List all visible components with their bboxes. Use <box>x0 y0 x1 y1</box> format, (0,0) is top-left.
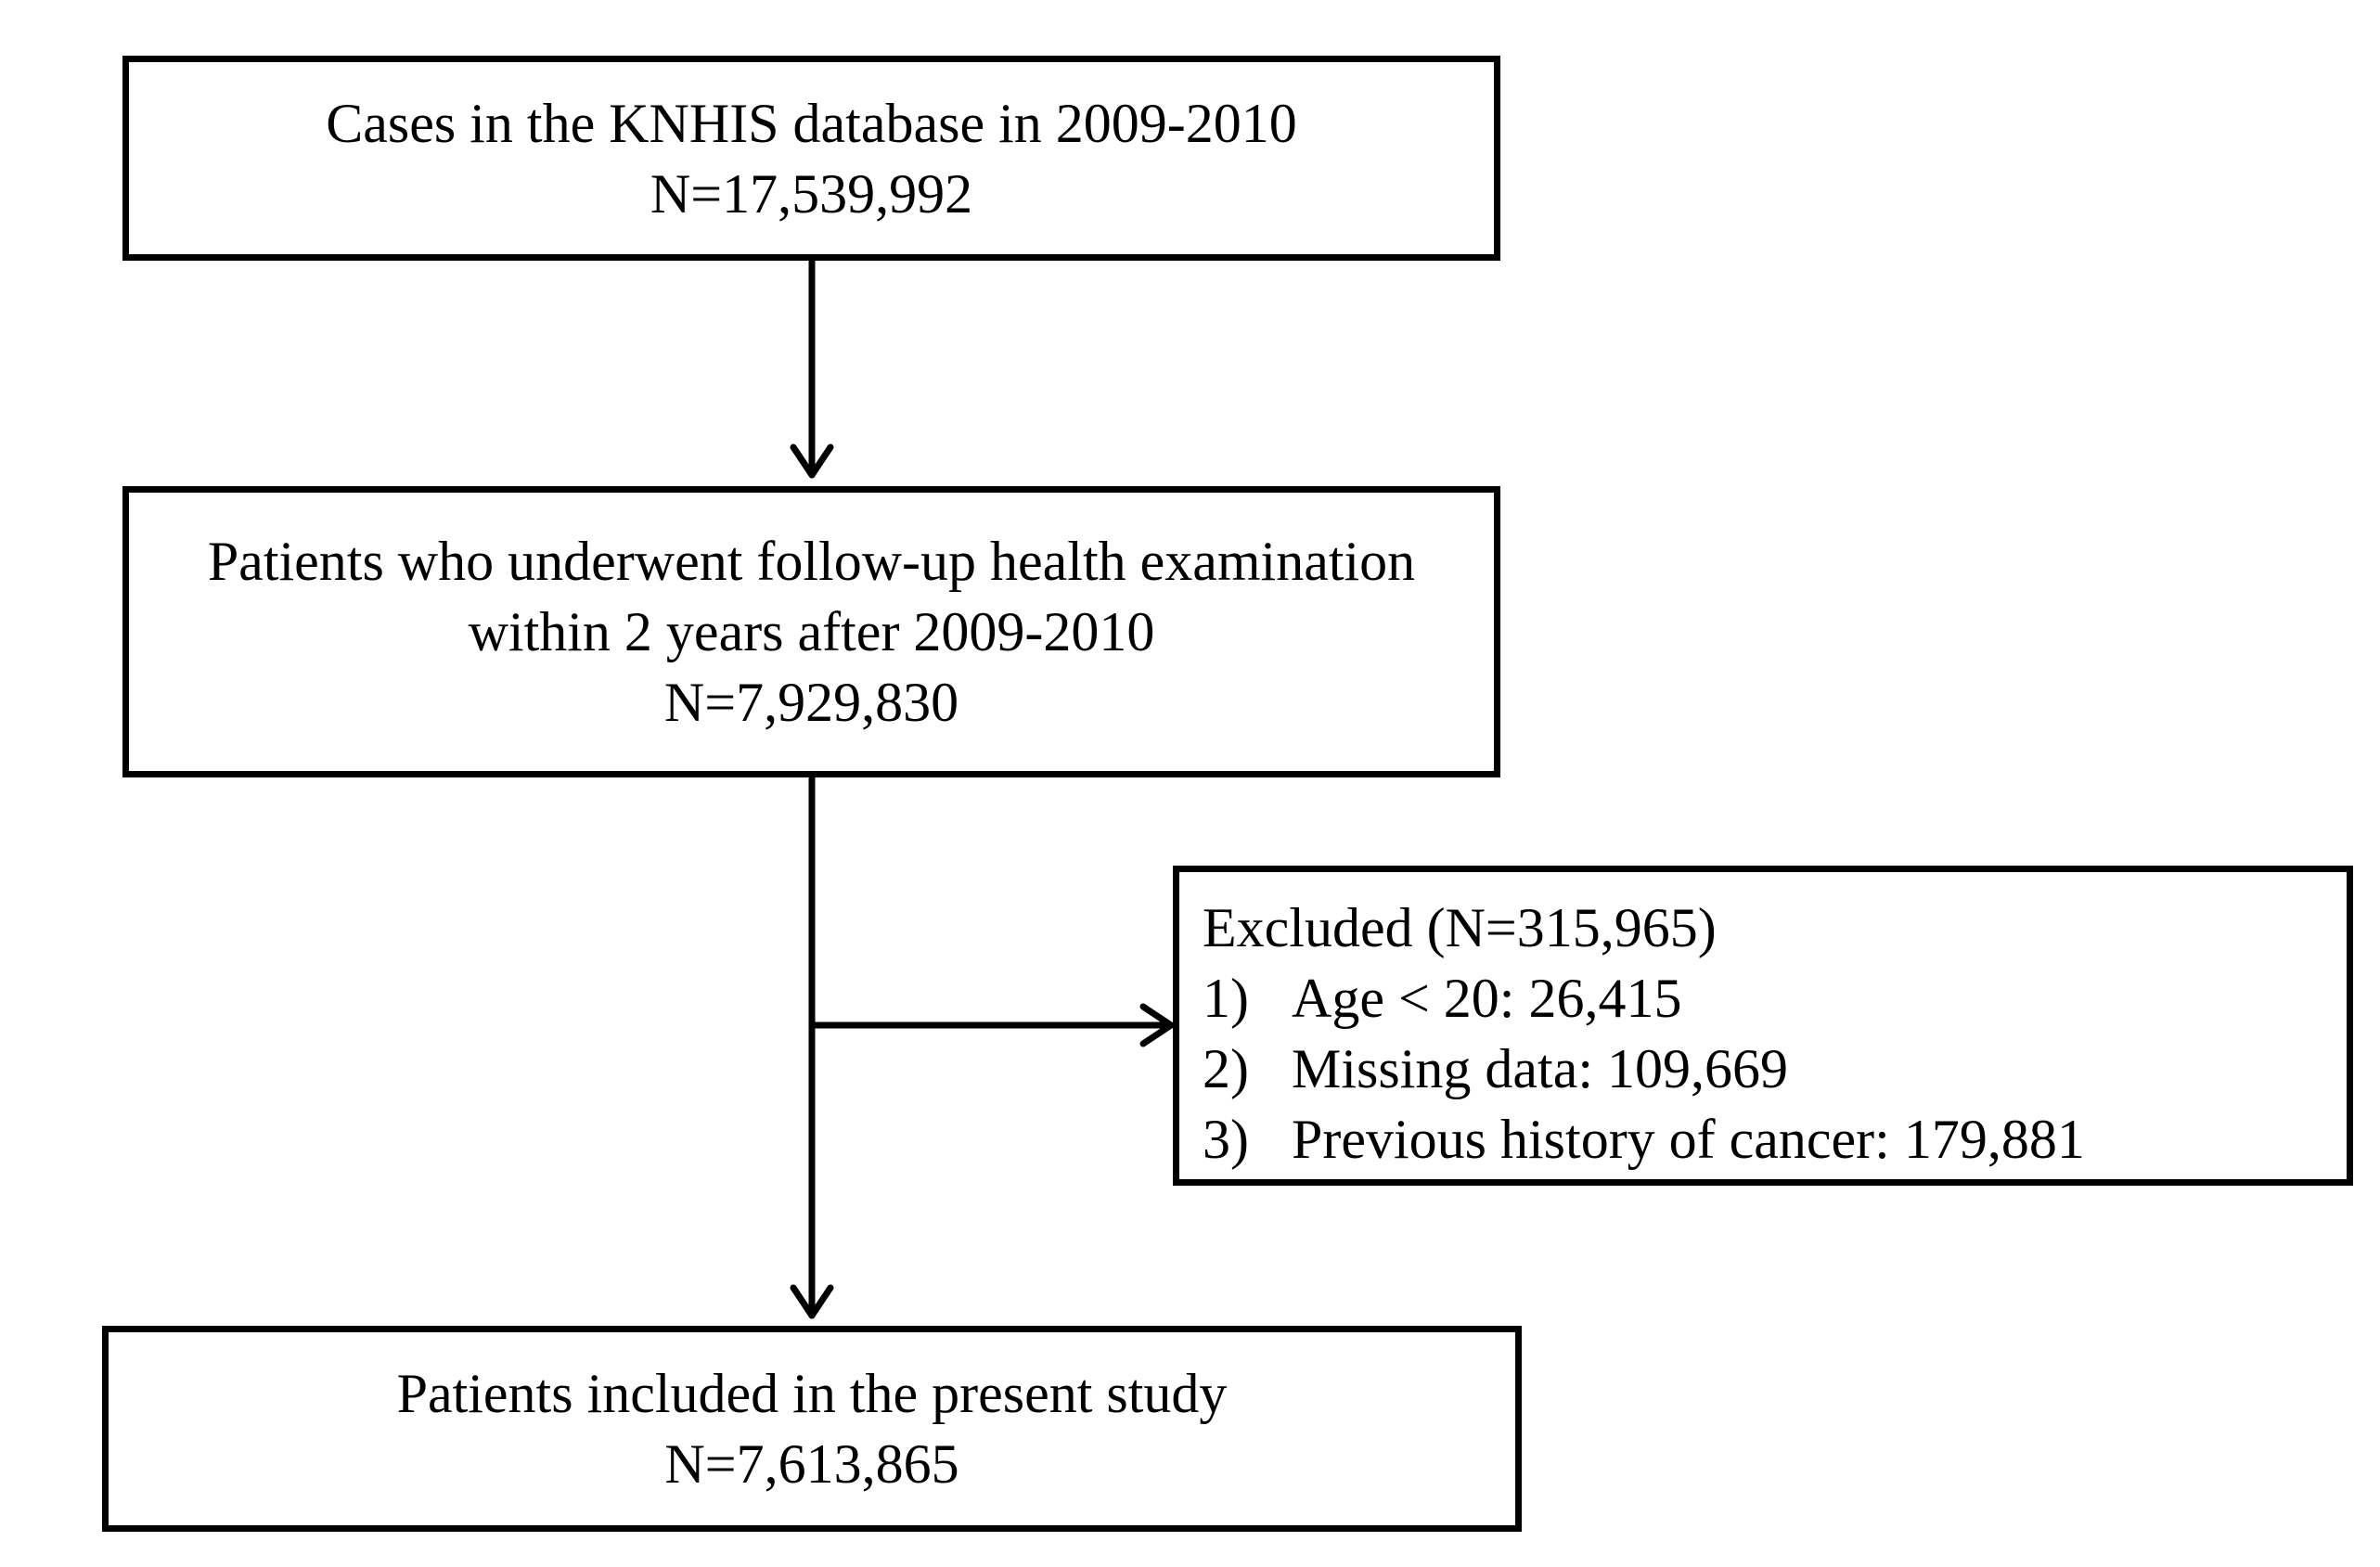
box-included-patients: Patients included in the present study N… <box>102 1326 1522 1532</box>
box-excluded: Excluded (N=315,965) 1) Age < 20: 26,415… <box>1173 866 2353 1186</box>
box-follow-up-patients-count: N=7,929,830 <box>663 672 959 733</box>
box-follow-up-patients: Patients who underwent follow-up health … <box>122 486 1500 777</box>
excluded-item-number: 1) <box>1203 968 1249 1029</box>
arrowhead-to-box3 <box>790 1284 834 1319</box>
box-follow-up-patients-title-1: Patients who underwent follow-up health … <box>207 531 1416 592</box>
arrowhead-to-excluded <box>1139 1003 1175 1047</box>
excluded-item-text: Age < 20: 26,415 <box>1292 968 1682 1029</box>
excluded-item-text: Previous history of cancer: 179,881 <box>1292 1109 2085 1170</box>
arrowhead-to-box2 <box>790 443 834 479</box>
excluded-item-number: 2) <box>1203 1038 1249 1099</box>
box-follow-up-patients-title-2: within 2 years after 2009-2010 <box>468 601 1155 662</box>
excluded-item-number: 3) <box>1203 1109 1249 1170</box>
box-knhis-cases-title: Cases in the KNHIS database in 2009-2010 <box>326 92 1297 154</box>
excluded-heading: Excluded (N=315,965) <box>1203 897 1717 958</box>
box-knhis-cases-count: N=17,539,992 <box>650 162 973 225</box>
excluded-item-text: Missing data: 109,669 <box>1292 1038 1788 1099</box>
excluded-item-cancer-history: 3) Previous history of cancer: 179,881 <box>1203 1104 2347 1175</box>
box-knhis-cases: Cases in the KNHIS database in 2009-2010… <box>122 56 1500 261</box>
excluded-item-missing-data: 2) Missing data: 109,669 <box>1203 1034 2347 1104</box>
box-included-patients-count: N=7,613,865 <box>664 1433 959 1495</box>
excluded-item-age: 1) Age < 20: 26,415 <box>1203 963 2347 1034</box>
box-included-patients-title: Patients included in the present study <box>396 1363 1228 1424</box>
